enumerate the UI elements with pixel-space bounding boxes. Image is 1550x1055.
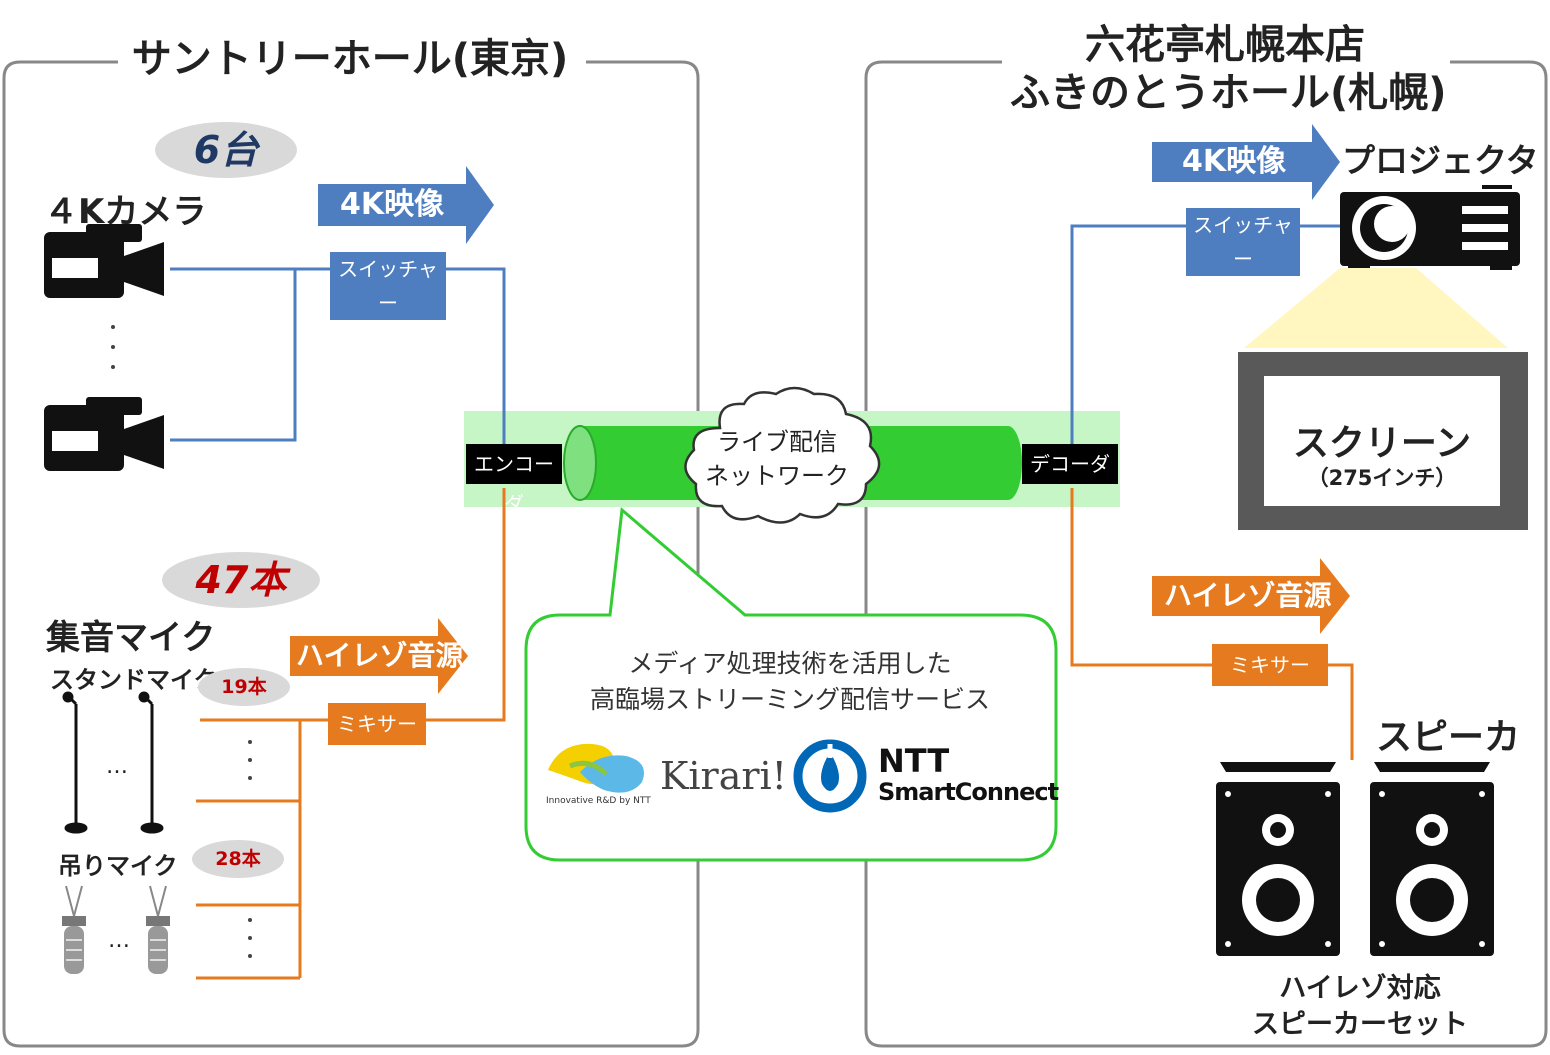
right-video-lines [1070,224,1340,450]
right-venue-title-line1: 六花亭札幌本店 [1085,22,1365,68]
right-video-arrow-label: 4K映像 [1182,144,1287,179]
stand-mic-icon [62,691,88,834]
ntt-logo-text: NTT [878,742,950,780]
projector-beam [1244,268,1508,348]
mic-count: 47本 [195,558,287,602]
ntt-logo-icon [793,739,867,813]
right-mixer-label: ミキサー [1212,644,1328,686]
screen-surface [1264,376,1500,506]
stand-count-badge: 19本 [198,668,290,706]
cloud-icon [684,386,881,524]
speaker-set-line2: スピーカーセット [1252,1009,1468,1040]
camera-count: 6台 [193,128,259,172]
camera-label: ４Kカメラ [44,192,207,232]
speaker-icon [1216,762,1340,956]
mic-label: 集音マイク [46,618,216,658]
right-video-arrow [1152,124,1340,200]
hanging-mic-ellipsis: … [108,928,130,953]
right-audio-lines [1070,488,1354,760]
right-switcher-label: スイッチャー [1186,208,1300,276]
cloud-label-line2: ネットワーク [705,462,849,490]
projector-icon [1340,185,1520,270]
decoder-label: デコーダ [1022,444,1118,484]
camera-icon [44,224,164,298]
speaker-label: スピーカ [1376,717,1521,758]
camera-count-badge: 6台 [155,122,297,178]
kirari-logo: Kirari! [660,754,787,798]
hanging-mic-icon [146,885,170,974]
camera-icon [44,397,164,471]
stand-count: 19本 [221,676,267,698]
left-switcher-label: スイッチャー [330,252,446,320]
left-venue-frame [2,60,700,1048]
screen-title: スクリーン [1292,423,1472,464]
rd-logo-icon [548,743,644,793]
left-audio-lines [196,488,506,980]
projector-label: プロジェクタ [1342,141,1539,180]
stand-mic-icon [138,691,164,834]
left-video-lines [170,267,506,450]
hanging-mic-label: 吊りマイク [58,852,178,880]
right-venue-frame [864,60,1548,1048]
left-audio-arrow-label: ハイレゾ音源 [296,639,464,672]
mic-count-badge: 47本 [162,552,320,608]
left-video-arrow-label: 4K映像 [340,187,445,222]
callout-line1: メディア処理技術を活用した [628,649,952,678]
ellipsis-dots [111,325,252,958]
callout-bubble [524,507,1058,862]
hanging-count-badge: 28本 [192,840,284,878]
speaker-icon [1370,762,1494,956]
cloud-label-line1: ライブ配信 [717,428,837,456]
rd-logo-caption: Innovative R&D by NTT [546,796,651,806]
hanging-count: 28本 [215,848,261,870]
left-mixer-label: ミキサー [328,703,426,745]
right-venue-title-line2: ふきのとうホール(札幌) [1010,70,1447,116]
stand-mic-ellipsis: … [106,754,128,779]
smartconnect-logo-text: SmartConnect [878,778,1059,806]
speaker-set-line1: ハイレゾ対応 [1279,973,1441,1004]
left-video-arrow [318,166,494,244]
right-audio-arrow-label: ハイレゾ音源 [1164,579,1332,612]
hanging-mic-icon [62,885,86,974]
network-tube-end [563,425,597,501]
encoder-label: エンコーダ [466,444,562,516]
right-audio-arrow [1152,558,1350,634]
stand-mic-label: スタンドマイク [50,666,218,694]
screen-size: （275インチ） [1307,466,1457,490]
left-audio-arrow [290,618,468,694]
callout-line2: 高臨場ストリーミング配信サービス [589,685,990,714]
left-venue-title: サントリーホール(東京) [131,36,569,82]
